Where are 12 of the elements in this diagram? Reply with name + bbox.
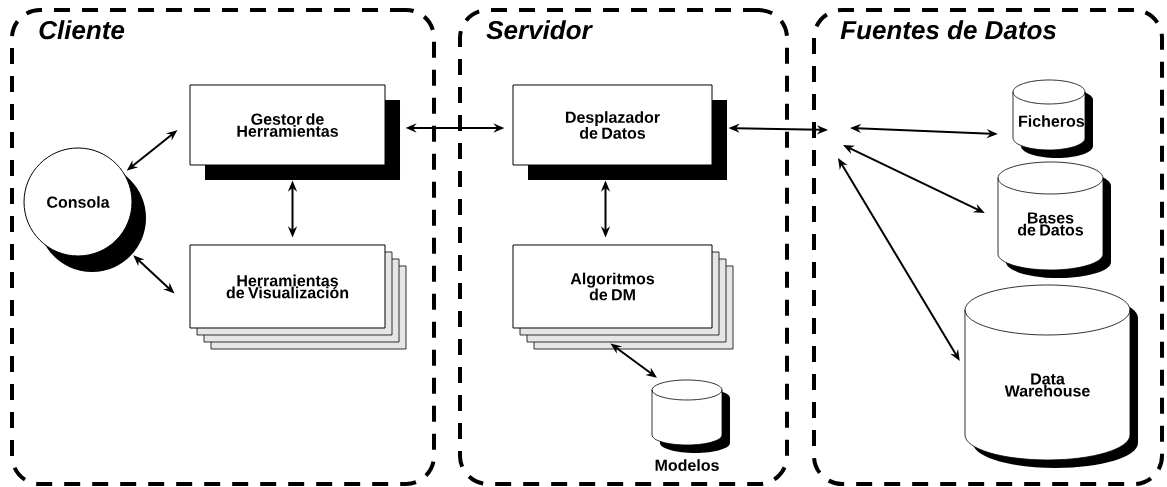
- circle-node: Consola: [23, 147, 146, 272]
- region-heading: Cliente: [39, 20, 125, 40]
- region-heading: Fuentes de Datos: [840, 20, 1056, 40]
- database-cylinder: Ficheros: [1012, 79, 1093, 158]
- database-cylinder: Bases de Datos: [997, 161, 1111, 278]
- database-cylinder: Data Warehouse: [964, 284, 1138, 468]
- region-heading: Servidor: [486, 20, 593, 40]
- process-box: Desplazador de Datos: [512, 84, 727, 180]
- cylinder-label: Modelos: [655, 459, 719, 471]
- stacked-box: Algoritmos de DM: [512, 244, 734, 350]
- stacked-box: Herramientas de Visualización: [189, 244, 407, 350]
- process-box: Gestor de Herramientas: [189, 84, 400, 180]
